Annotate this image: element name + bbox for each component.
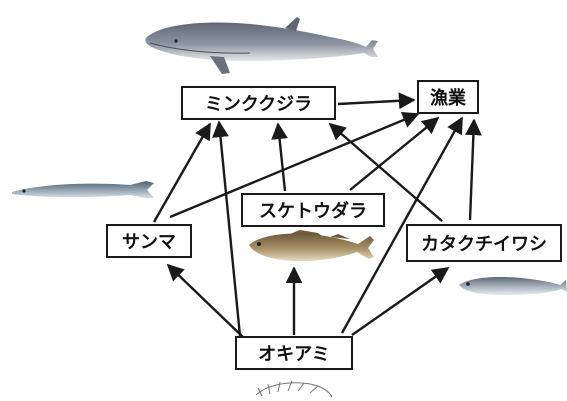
arrow-krill-to-japanese-anchovy [351,267,450,336]
arrow-pollock-to-fishery [349,116,440,191]
node-walleye-pollock: スケトウダラ [241,193,385,227]
arrows [152,92,482,339]
node-minke-whale: ミンククジラ [181,86,336,120]
arrow-saury-to-fishery [169,112,420,219]
arrow-anchovy-to-minke-whale [328,122,443,222]
arrow-krill-to-pacific-saury [166,263,245,339]
node-japanese-anchovy: カタクチイワシ [406,224,562,262]
node-fishery: 漁業 [417,80,479,114]
node-krill: オキアミ [235,336,353,370]
arrow-minke-whale-to-fishery [337,92,416,110]
node-pacific-saury: サンマ [106,224,192,258]
krill-image [255,380,333,398]
arrow-saury-to-minke-whale [152,122,212,223]
arrow-krill-to-fishery [340,116,464,334]
minke-whale-image [145,17,378,74]
arrow-pollock-to-minke-whale [271,122,288,192]
arrow-krill-to-minke-whale [212,120,242,337]
walleye-pollock-image [249,230,374,262]
pacific-saury-image [12,181,154,198]
arrow-anchovy-to-fishery [465,118,482,221]
japanese-anchovy-image [459,277,567,295]
